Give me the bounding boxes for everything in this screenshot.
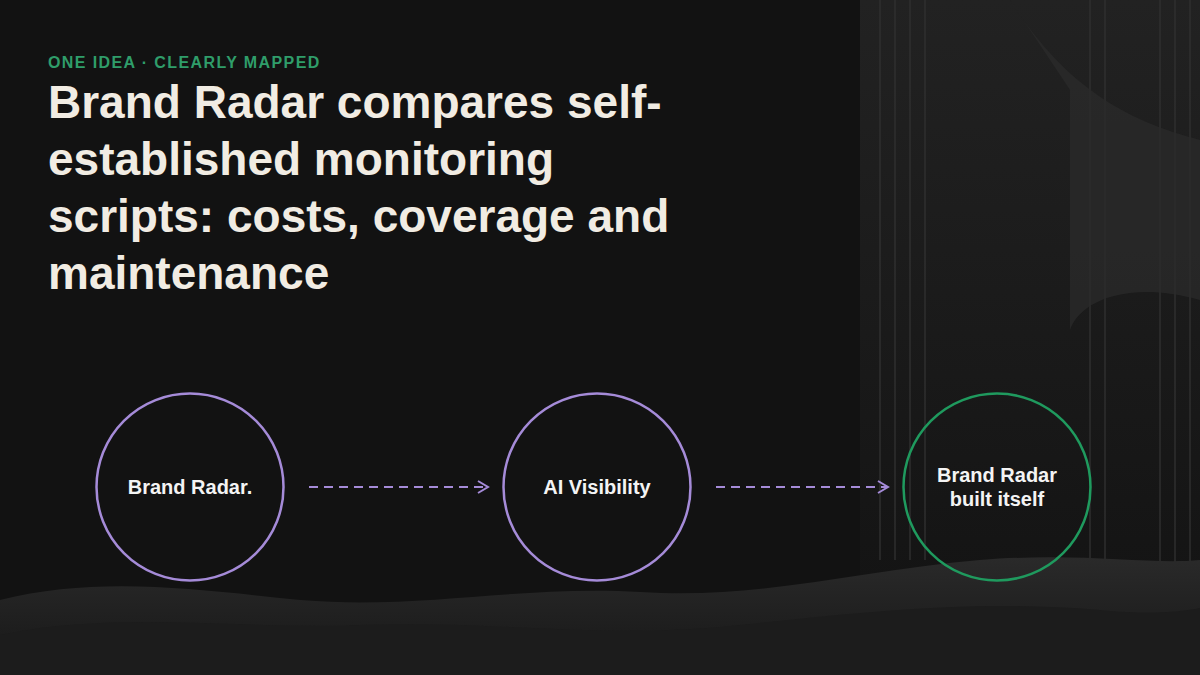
concept-circle: Brand Radar built itself [902,392,1092,582]
tower-block [860,0,1200,600]
swoosh-band [1010,0,1200,330]
dashed-arrow [716,486,888,488]
node-label: Brand Radar. [115,475,265,499]
dashed-arrow [309,486,488,488]
concept-circle: AI Visibility [502,392,692,582]
kicker-label: ONE IDEA · CLEARLY MAPPED [48,54,321,72]
node-label: AI Visibility [522,475,672,499]
node-body: Brand Radar built itself [902,392,1092,582]
circle-ring [504,394,691,581]
concept-circle: Brand Radar. [95,392,285,582]
node-body: AI Visibility [502,392,692,582]
node-label: Brand Radar built itself [922,463,1072,511]
wave-back [0,557,1200,675]
circle-outline [902,392,1092,582]
node-body: Brand Radar. [95,392,285,582]
circle-ring [904,394,1091,581]
slide-title: Brand Radar compares self-established mo… [48,74,728,302]
wave-front [0,606,1200,675]
circle-ring [97,394,284,581]
